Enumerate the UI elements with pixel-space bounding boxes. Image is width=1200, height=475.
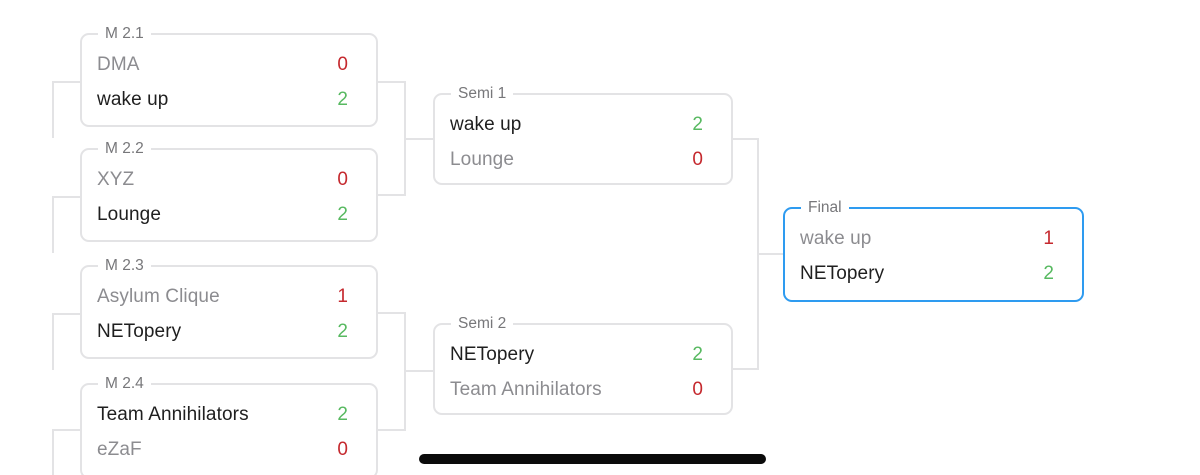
match-card-m2-1[interactable]: M 2.1 DMA 0 wake up 2 [80,23,378,127]
team-score: 0 [337,438,348,460]
match-card-m2-3[interactable]: M 2.3 Asylum Clique 1 NETopery 2 [80,255,378,359]
team-score: 2 [692,343,703,365]
connector-line [378,312,406,314]
team-row[interactable]: NETopery 2 [435,337,731,372]
match-label: Semi 2 [451,313,514,335]
connector-line [53,313,80,315]
connector-line [757,138,759,370]
match-card-semi-2[interactable]: Semi 2 NETopery 2 Team Annihilators 0 [433,313,733,415]
team-name: NETopery [97,320,182,342]
match-label: Semi 1 [451,83,514,105]
connector-line [53,196,80,198]
team-row[interactable]: wake up 2 [435,107,731,142]
connector-line [53,429,80,431]
team-row[interactable]: Lounge 2 [82,197,376,232]
team-name: wake up [97,88,169,110]
team-row[interactable]: Team Annihilators 0 [435,372,731,407]
team-row[interactable]: eZaF 0 [82,432,376,467]
team-name: eZaF [97,438,142,460]
team-score: 2 [337,88,348,110]
team-name: Team Annihilators [450,378,602,400]
team-score: 0 [692,378,703,400]
team-score: 0 [337,168,348,190]
team-row[interactable]: Asylum Clique 1 [82,279,376,314]
connector-line [52,81,54,138]
team-name: wake up [800,227,872,249]
match-card-final[interactable]: Final wake up 1 NETopery 2 [783,197,1084,302]
team-score: 2 [692,113,703,135]
connector-line [759,253,783,255]
match-label: M 2.4 [98,373,151,395]
team-name: Lounge [97,203,162,225]
team-score: 0 [692,148,703,170]
team-row[interactable]: DMA 0 [82,47,376,82]
team-name: Asylum Clique [97,285,220,307]
team-name: Lounge [450,148,515,170]
team-name: DMA [97,53,140,75]
connector-line [378,81,406,83]
team-name: XYZ [97,168,135,190]
team-row[interactable]: XYZ 0 [82,162,376,197]
match-label: M 2.3 [98,255,151,277]
team-row[interactable]: wake up 1 [785,221,1082,256]
match-card-m2-2[interactable]: M 2.2 XYZ 0 Lounge 2 [80,138,378,242]
team-row[interactable]: wake up 2 [82,82,376,117]
connector-line [733,368,759,370]
horizontal-scrollbar-thumb[interactable] [419,454,766,464]
match-card-m2-4[interactable]: M 2.4 Team Annihilators 2 eZaF 0 [80,373,378,475]
connector-line [406,138,433,140]
match-label: Final [801,197,849,219]
team-score: 2 [337,203,348,225]
team-score: 1 [337,285,348,307]
team-score: 2 [1043,262,1054,284]
connector-line [52,429,54,475]
connector-line [406,370,433,372]
team-name: NETopery [450,343,535,365]
team-row[interactable]: NETopery 2 [82,314,376,349]
match-label: M 2.2 [98,138,151,160]
team-name: Team Annihilators [97,403,249,425]
team-name: wake up [450,113,522,135]
connector-line [404,312,406,431]
connector-line [378,429,406,431]
connector-line [53,81,80,83]
connector-line [733,138,759,140]
team-row[interactable]: Lounge 0 [435,142,731,177]
team-name: NETopery [800,262,885,284]
team-row[interactable]: Team Annihilators 2 [82,397,376,432]
team-score: 0 [337,53,348,75]
connector-line [378,194,406,196]
match-label: M 2.1 [98,23,151,45]
connector-line [404,81,406,196]
connector-line [52,313,54,370]
team-row[interactable]: NETopery 2 [785,256,1082,291]
team-score: 2 [337,320,348,342]
team-score: 2 [337,403,348,425]
match-card-semi-1[interactable]: Semi 1 wake up 2 Lounge 0 [433,83,733,185]
connector-line [52,196,54,253]
team-score: 1 [1043,227,1054,249]
